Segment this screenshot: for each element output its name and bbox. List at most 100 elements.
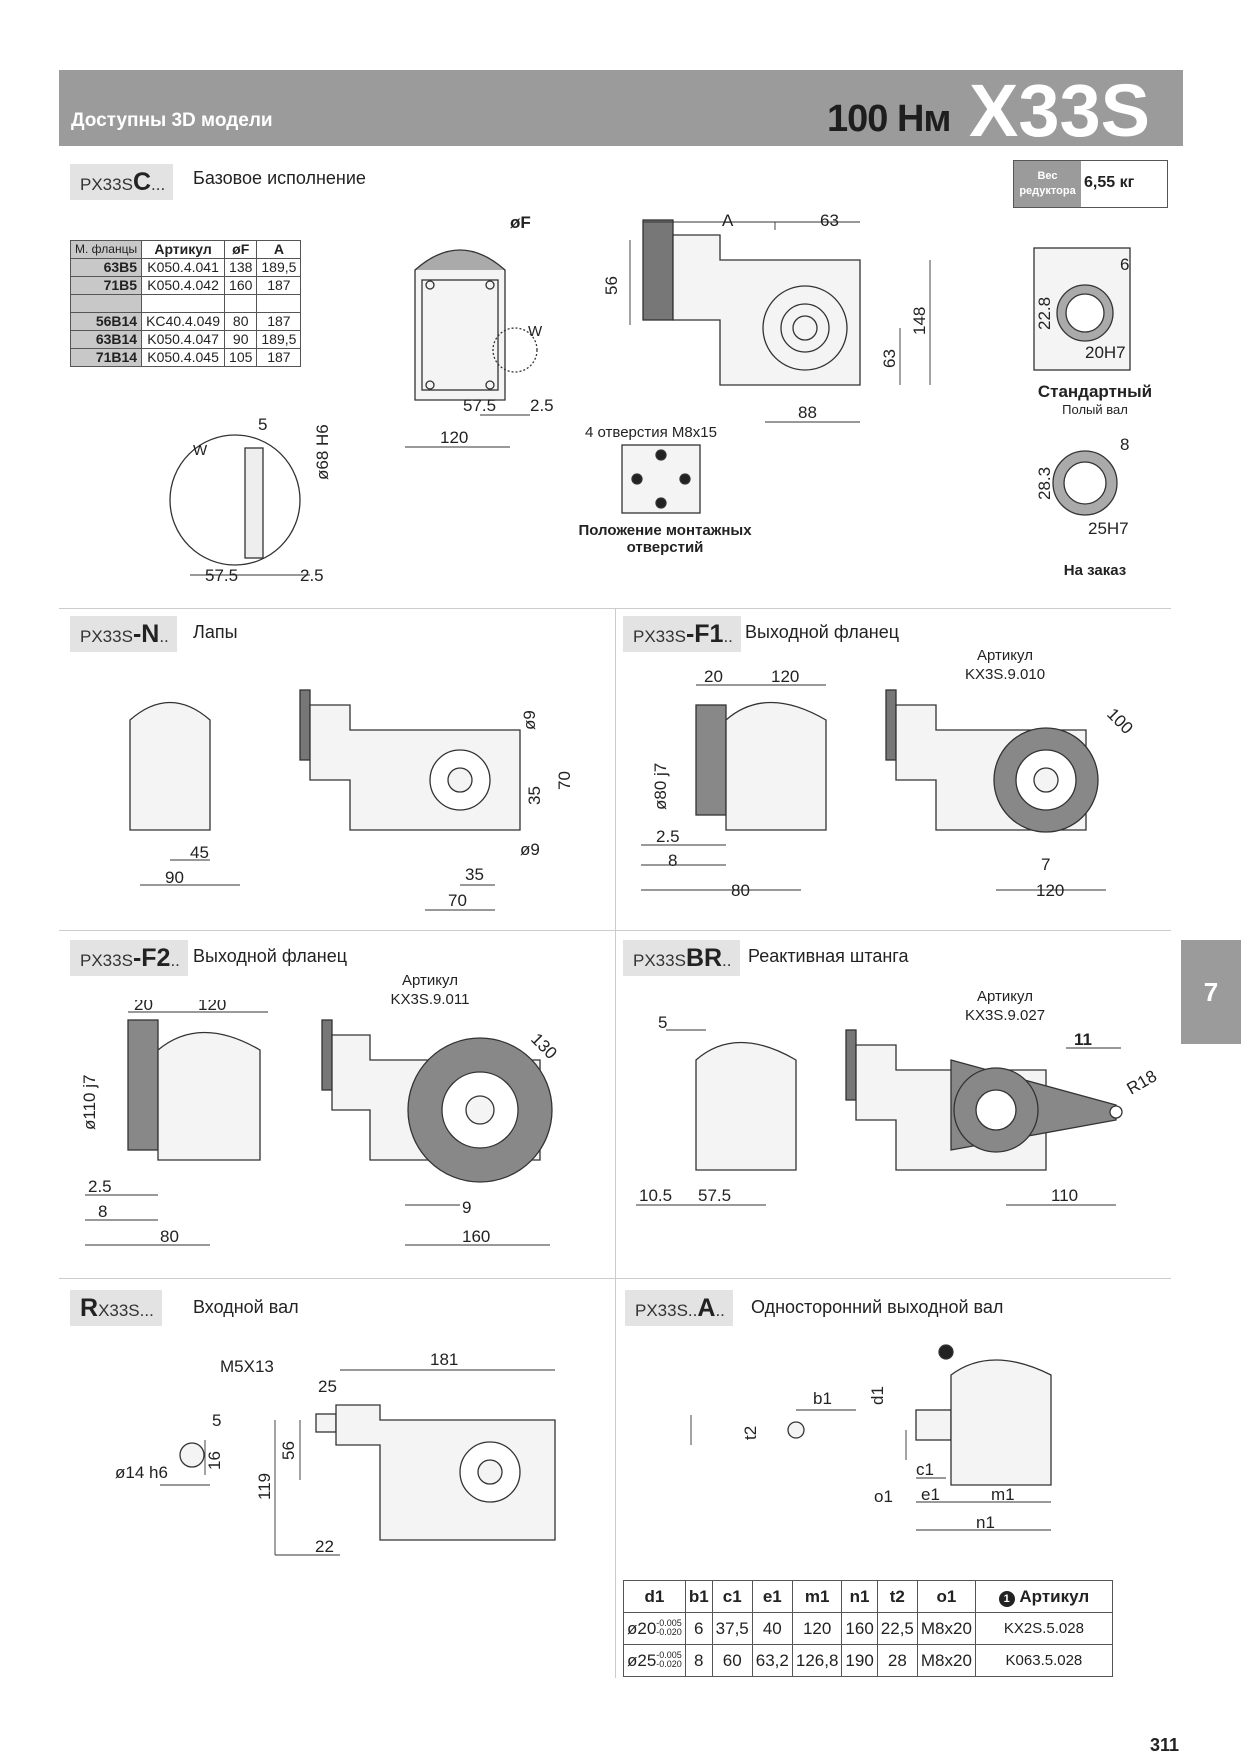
section-tag-f1: PX33S-F1.. [623,616,741,652]
tol-down: -0.020 [656,1626,682,1637]
tag-prefix: PX33S.. [635,1301,698,1320]
cell: 187 [256,312,302,331]
section-desc-a: Односторонний выходной вал [751,1297,1004,1317]
col-header: d1 [623,1580,686,1613]
std-d: 20H7 [1085,343,1126,362]
cell: K050.4.041 [141,258,226,277]
gearbox-front-view [414,254,506,401]
header-banner: Доступны 3D модели 100 Нм X33S [59,69,1183,152]
cell: 187 [256,348,302,367]
model-title: X33S [969,69,1151,152]
dim-phi9b: ø9 [520,840,540,859]
cell-d1: ø20-0.005-0.020 [623,1612,686,1645]
col-header-label: Артикул [1019,1586,1090,1606]
section-desc-r: Входной вал [193,1297,299,1317]
dim-phi14: ø14 h6 [115,1463,168,1482]
section-desc-n: Лапы [193,622,238,642]
col-header: n1 [841,1580,878,1613]
f2-art-label: Артикул [402,972,458,989]
dim-2-5: 2.5 [530,396,554,415]
weight-value: 6,55 кг [1084,174,1135,191]
order-t: 28.3 [1035,467,1054,500]
tol-up: -0.005 [656,1617,682,1628]
shaft-order-title: На заказ [1063,562,1127,579]
tag-prefix: PX33S [80,951,133,970]
dim-phi110: ø110 j7 [80,1075,99,1130]
dim-2-5: 2.5 [656,827,680,846]
tag-prefix: PX33S [80,175,133,194]
dim-120: 120 [198,1000,226,1014]
section-tag-n: PX33S-N.. [70,616,177,652]
dim-9: 9 [462,1198,471,1217]
cell: M8x20 [916,1612,976,1645]
shaft-std-title: Стандартный [1037,382,1153,401]
tag-code: R [80,1294,99,1322]
dim-11: 11 [1074,1030,1092,1049]
weight-box: Вес редуктора 6,55 кг [1013,160,1168,208]
label-w: W [528,323,543,340]
dim-120b: 120 [1036,881,1064,900]
section-tag-r: RX33S... [70,1290,162,1326]
col-header: øF [224,240,258,259]
col-header: e1 [751,1580,793,1613]
tag-code: -F2 [132,944,171,972]
n-drawing: 45 90 ø9 35 70 ø9 35 70 [129,689,574,911]
shaft-std-sub: Полый вал [1062,402,1128,417]
tag-code: -N [132,620,160,648]
d1-value: ø25 [627,1650,657,1670]
col-header: Артикул [141,240,226,259]
tag-code: C [132,168,151,196]
section-tag-base: PX33SC... [70,164,174,200]
page-number: 311 [1150,1735,1180,1755]
d1-value: ø20 [627,1618,657,1638]
dim-22: 22 [315,1537,334,1556]
cell: 138 [224,258,258,277]
cell: 71B5 [69,276,143,295]
cell: 80 [224,312,258,331]
divider [615,608,616,1678]
section-desc-f2: Выходной фланец [193,946,348,966]
cell: K050.4.045 [141,348,226,367]
dim-90: 90 [165,868,184,887]
dim-c1: c1 [916,1460,934,1479]
cell: 187 [256,276,302,295]
cell: 60 [711,1644,753,1677]
std-b: 6 [1120,255,1129,274]
dim-56: 56 [602,276,621,295]
table-header-row: d1 b1 c1 e1 m1 n1 t2 o1 1 Артикул [623,1580,1113,1613]
cell: 160 [224,276,258,295]
col-header: t2 [876,1580,918,1613]
cell: 56B14 [69,312,143,331]
table-row: ø25-0.005-0.020 8 60 63,2 126,8 190 28 M… [623,1644,1113,1677]
dim-80: 80 [160,1227,179,1246]
cell: M8x20 [916,1644,976,1677]
tolerance: -0.005-0.020 [656,1650,682,1669]
dim-phi80: ø80 j7 [651,763,670,810]
dim-20: 20 [134,1000,153,1014]
tag-prefix: PX33S [633,627,686,646]
dim-d1: d1 [868,1386,887,1405]
chapter-tab[interactable]: 7 [1181,940,1241,1044]
dim-2-5: 2.5 [88,1177,112,1196]
tag-code: -F1 [685,620,724,648]
col-header: b1 [684,1580,713,1613]
dim-57-5b: 57.5 [205,566,238,585]
col-header: o1 [916,1580,976,1613]
tag-suffix: .. [170,951,180,970]
dim-57-5: 57.5 [463,396,496,415]
section-desc-br: Реактивная штанга [748,946,909,966]
cell: 120 [791,1612,843,1645]
section-desc-base: Базовое исполнение [193,168,366,188]
tag-prefix: PX33S [633,951,686,970]
tag-suffix: .. [159,627,169,646]
cell: 28 [876,1644,918,1677]
dim-b1: b1 [813,1389,832,1408]
holes-label: 4 отверстия M8x15 [585,424,717,441]
br-art-label: Артикул [977,988,1033,1005]
dim-phi9a: ø9 [520,710,539,730]
dim-20: 20 [704,670,723,686]
section-tag-br: PX33SBR.. [623,940,740,976]
dim-a: A [722,211,734,230]
